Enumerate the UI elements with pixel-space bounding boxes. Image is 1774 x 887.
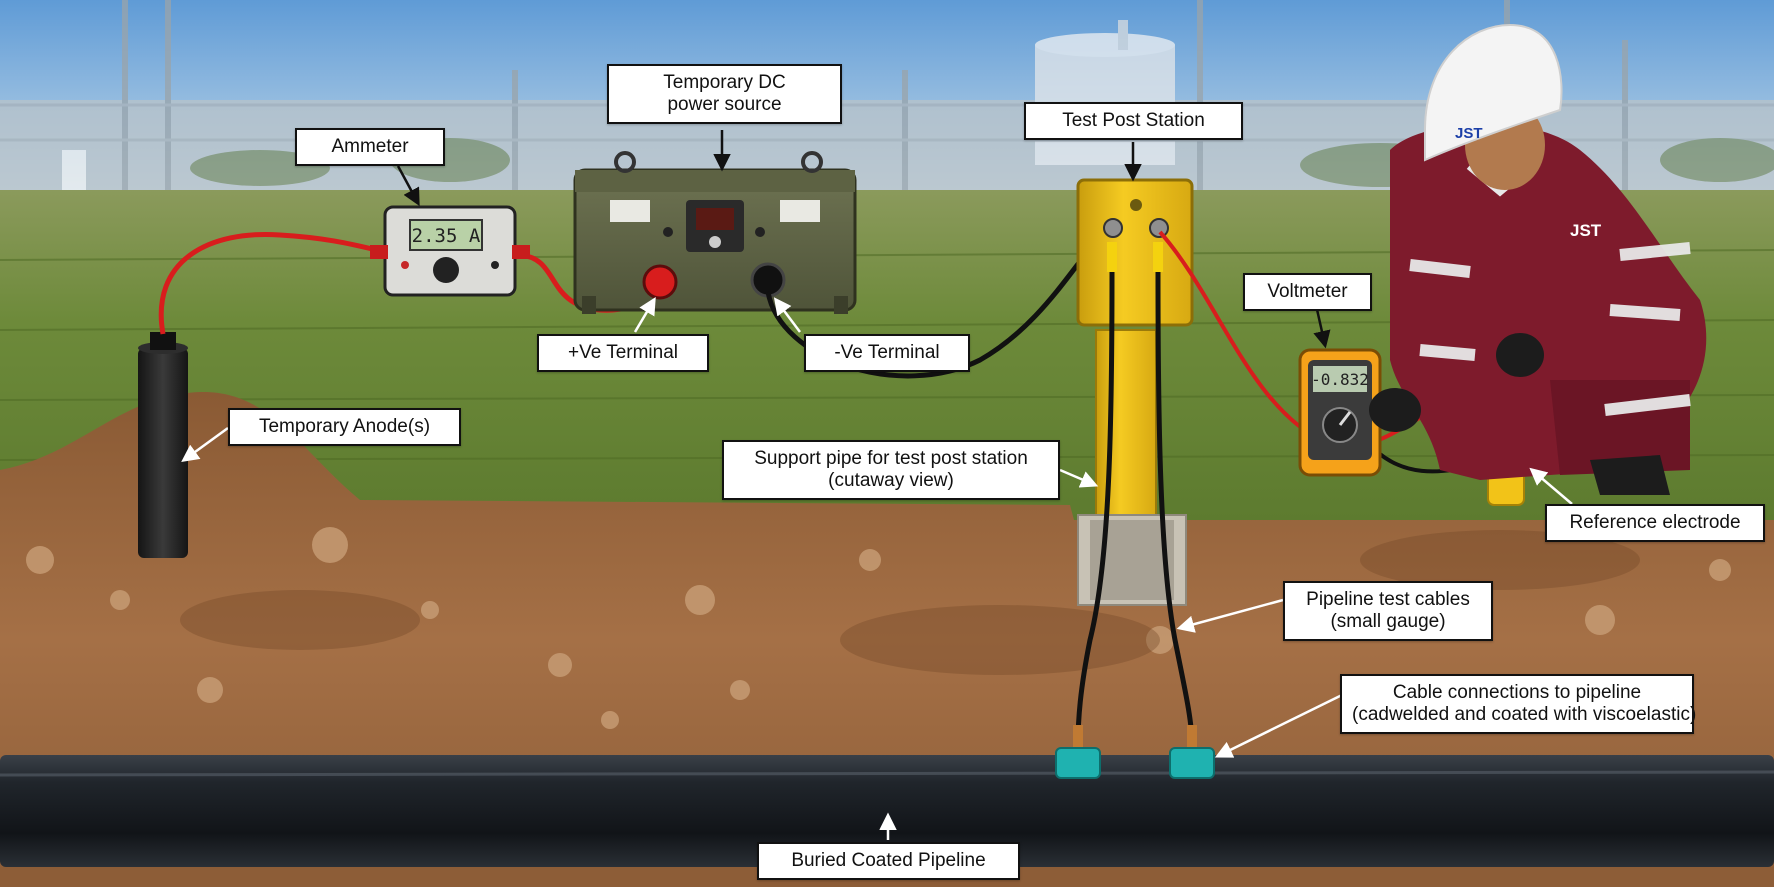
label-buried-pipeline: Buried Coated Pipeline <box>757 842 1020 880</box>
temporary-dc-power-source <box>573 151 857 314</box>
temporary-anode <box>138 332 188 558</box>
label-voltmeter: Voltmeter <box>1243 273 1372 311</box>
ammeter-reading: 2.35 A <box>412 225 481 247</box>
label-reference-electrode-text: Reference electrode <box>1569 512 1741 533</box>
technician-kneeling: JST JST <box>1369 23 1707 495</box>
voltmeter-reading: -0.832 <box>1311 370 1369 389</box>
label-ammeter-text: Ammeter <box>331 136 409 157</box>
buried-coated-pipeline <box>0 755 1774 867</box>
label-cable-connections: Cable connections to pipeline (cadwelded… <box>1340 674 1697 734</box>
suit-logo: JST <box>1570 221 1602 240</box>
positive-cable-anode-to-ammeter <box>158 231 386 335</box>
label-positive-terminal-text: +Ve Terminal <box>567 342 679 363</box>
label-voltmeter-text: Voltmeter <box>1267 281 1348 302</box>
label-cable-connections-line1: Cable connections to pipeline <box>1392 682 1642 703</box>
label-cable-connections-line2: (cadwelded and coated with viscoelastic) <box>1352 704 1697 725</box>
voltmeter: -0.832 <box>1298 348 1382 477</box>
label-support-pipe-line1: Support pipe for test post station <box>754 448 1028 469</box>
label-dc-power-source: Temporary DC power source <box>607 64 842 124</box>
positive-terminal-knob <box>642 264 678 300</box>
label-test-post-station-text: Test Post Station <box>1062 110 1205 131</box>
annotation-arrows <box>181 130 1573 840</box>
hard-hat <box>1424 23 1563 162</box>
label-negative-terminal-text: -Ve Terminal <box>834 342 940 363</box>
label-support-pipe: Support pipe for test post station (cuta… <box>722 440 1060 500</box>
label-negative-terminal: -Ve Terminal <box>804 334 970 372</box>
label-ammeter: Ammeter <box>295 128 445 166</box>
label-temporary-anode-text: Temporary Anode(s) <box>258 416 431 437</box>
label-positive-terminal: +Ve Terminal <box>537 334 709 372</box>
negative-terminal-knob <box>750 262 786 298</box>
pipeline-test-cable-left <box>1075 271 1115 746</box>
pipeline-test-cable-right <box>1155 271 1195 746</box>
label-buried-pipeline-text: Buried Coated Pipeline <box>791 850 986 871</box>
label-dc-power-source-line1: Temporary DC <box>663 72 786 93</box>
label-pipeline-test-cables-line1: Pipeline test cables <box>1306 589 1470 610</box>
label-temporary-anode: Temporary Anode(s) <box>228 408 461 446</box>
soil-shadow <box>180 530 1640 675</box>
label-pipeline-test-cables-line2: (small gauge) <box>1330 611 1446 632</box>
soil-pebbles <box>26 527 1731 729</box>
ammeter: 2.35 A <box>370 205 530 297</box>
label-pipeline-test-cables: Pipeline test cables (small gauge) <box>1283 581 1493 641</box>
helmet-logo: JST <box>1455 125 1483 142</box>
label-reference-electrode: Reference electrode <box>1545 504 1765 542</box>
label-support-pipe-line2: (cutaway view) <box>828 470 954 491</box>
cable-connections-to-pipeline <box>1055 725 1215 779</box>
label-dc-power-source-line2: power source <box>667 94 782 115</box>
label-test-post-station: Test Post Station <box>1024 102 1243 140</box>
